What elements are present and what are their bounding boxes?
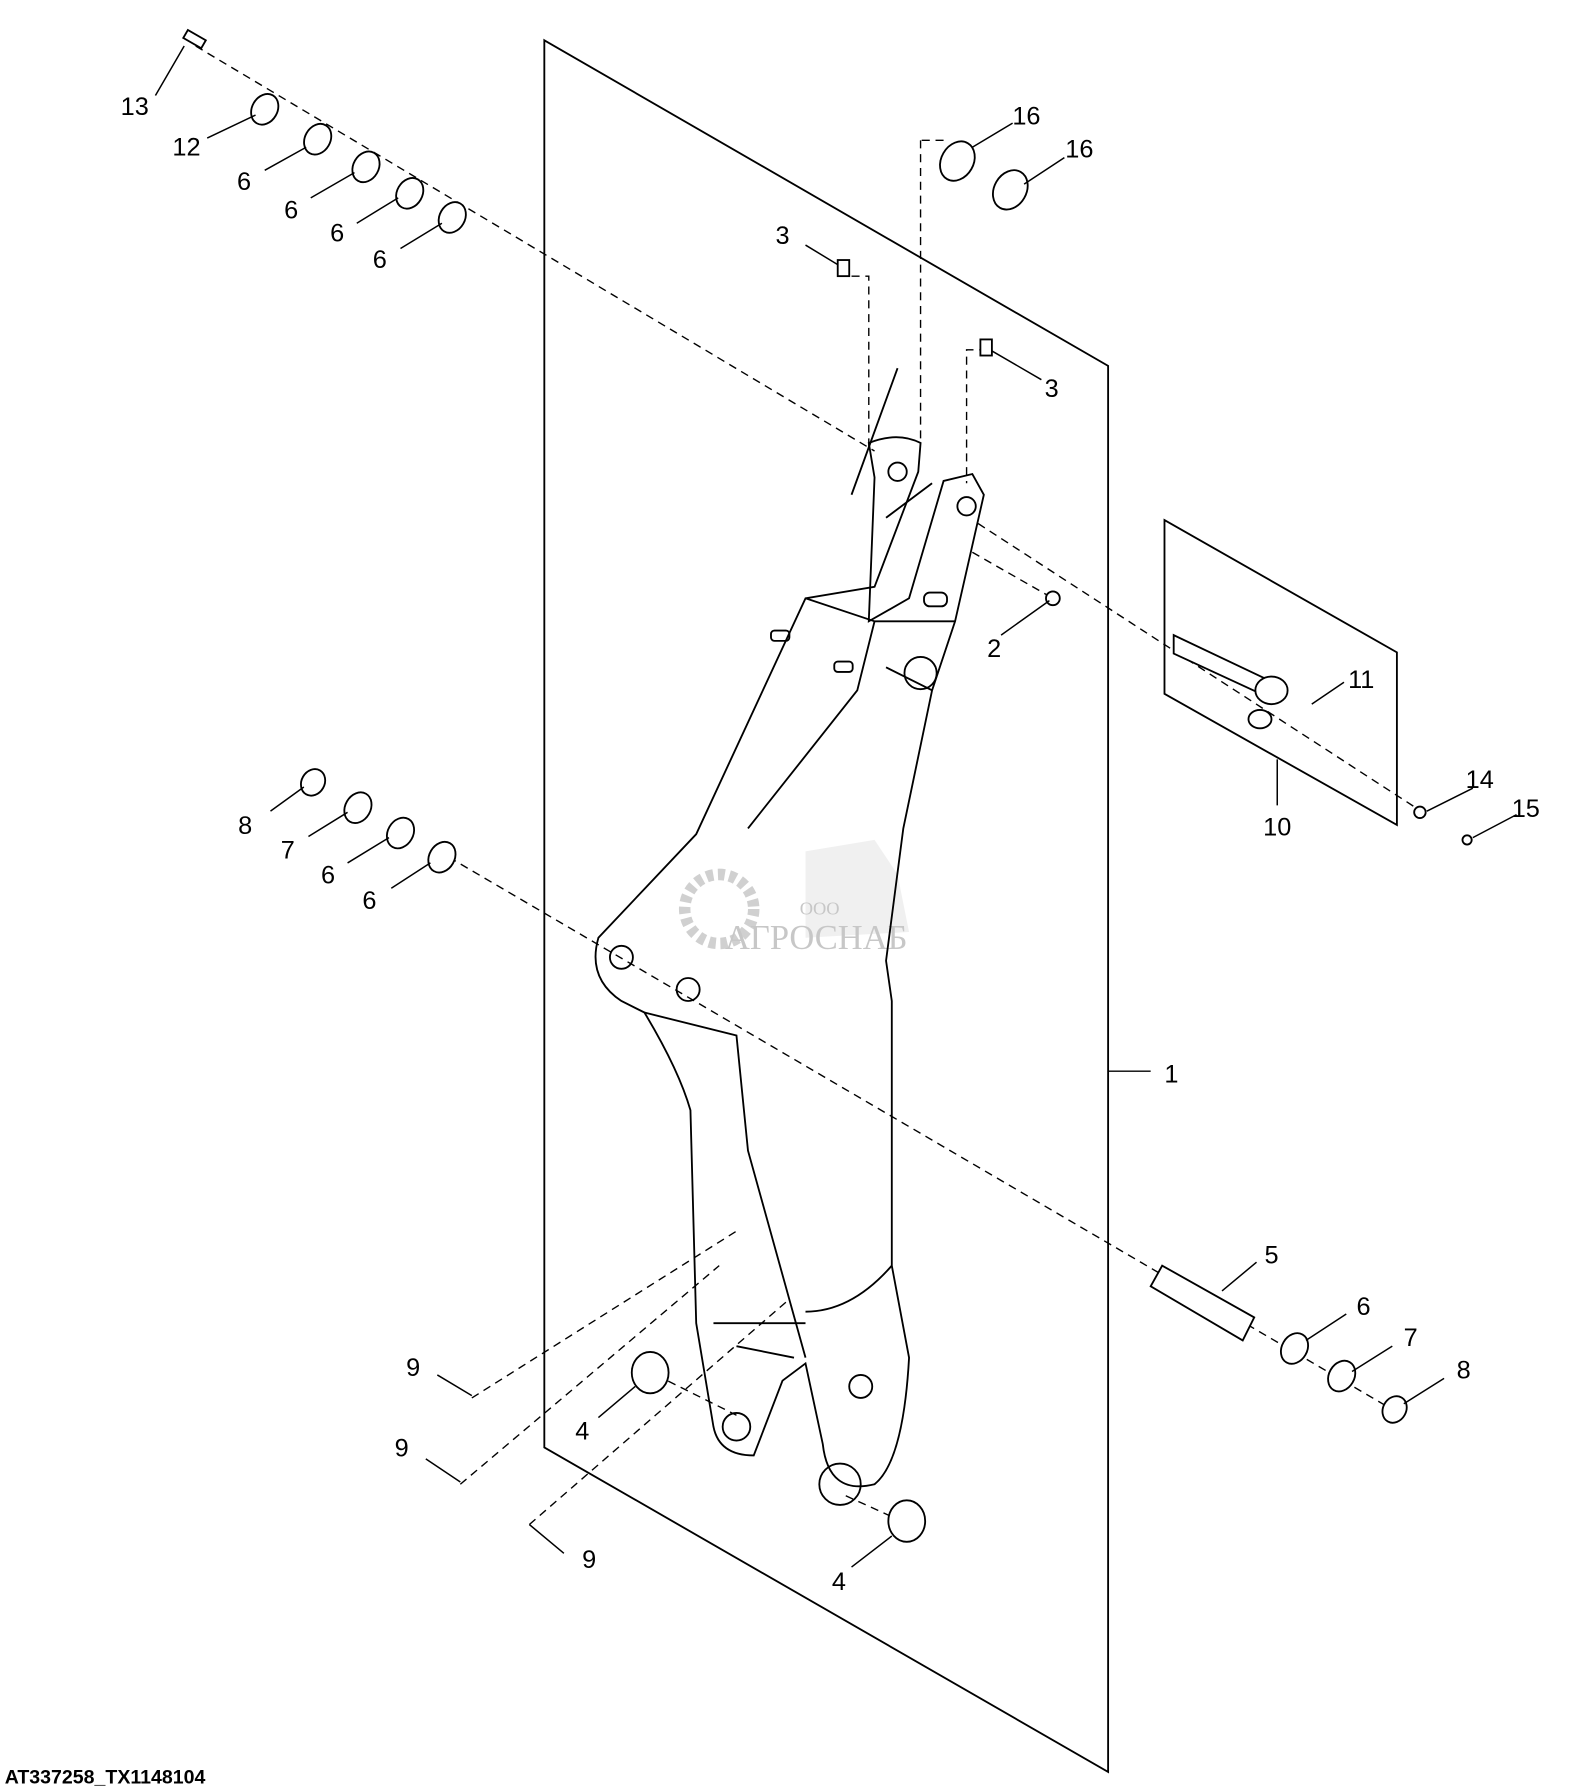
- figure-caption: AT337258_TX1148104: [5, 1766, 206, 1788]
- callout-label: 15: [1512, 795, 1540, 823]
- callout-label: 10: [1263, 813, 1291, 841]
- callout-label: 6: [330, 220, 344, 248]
- callout-label: 6: [284, 197, 298, 225]
- callout-label: 9: [395, 1435, 409, 1463]
- callout-label: 6: [237, 168, 251, 196]
- leader-lines: [154, 45, 1517, 1568]
- callout-label: 13: [121, 93, 149, 121]
- boom: [594, 367, 985, 1506]
- callout-label: 2: [987, 635, 1001, 663]
- watermark-logo: ООО АГРОСНАБ: [678, 839, 910, 957]
- callout-label: 4: [832, 1568, 846, 1596]
- callout-label: 12: [172, 133, 200, 161]
- callout-label: 3: [1045, 375, 1059, 403]
- callout-label: 8: [1457, 1356, 1471, 1384]
- pin-kit-panel: [1163, 518, 1398, 827]
- watermark-ooo: ООО: [800, 899, 840, 919]
- callout-label: 5: [1264, 1241, 1278, 1269]
- parts: [182, 28, 1473, 1543]
- callout-label: 6: [1356, 1293, 1370, 1321]
- callout-label: 1: [1164, 1061, 1178, 1089]
- callout-label: 16: [1065, 136, 1093, 164]
- callout-label: 7: [281, 836, 295, 864]
- callout-label: 6: [321, 862, 335, 890]
- callout-label: 14: [1466, 766, 1494, 794]
- callout-label: 6: [362, 887, 376, 915]
- callout-label: 11: [1348, 666, 1374, 694]
- callout-label: 6: [373, 246, 387, 274]
- watermark-agrosnab: АГРОСНАБ: [725, 919, 907, 957]
- callout-label: 3: [775, 222, 789, 250]
- callout-label: 4: [575, 1417, 589, 1445]
- callout-label: 9: [582, 1546, 596, 1574]
- callout-label: 8: [238, 812, 252, 840]
- callout-label: 16: [1012, 102, 1040, 130]
- callout-label: 7: [1404, 1324, 1418, 1352]
- callout-label: 9: [406, 1354, 420, 1382]
